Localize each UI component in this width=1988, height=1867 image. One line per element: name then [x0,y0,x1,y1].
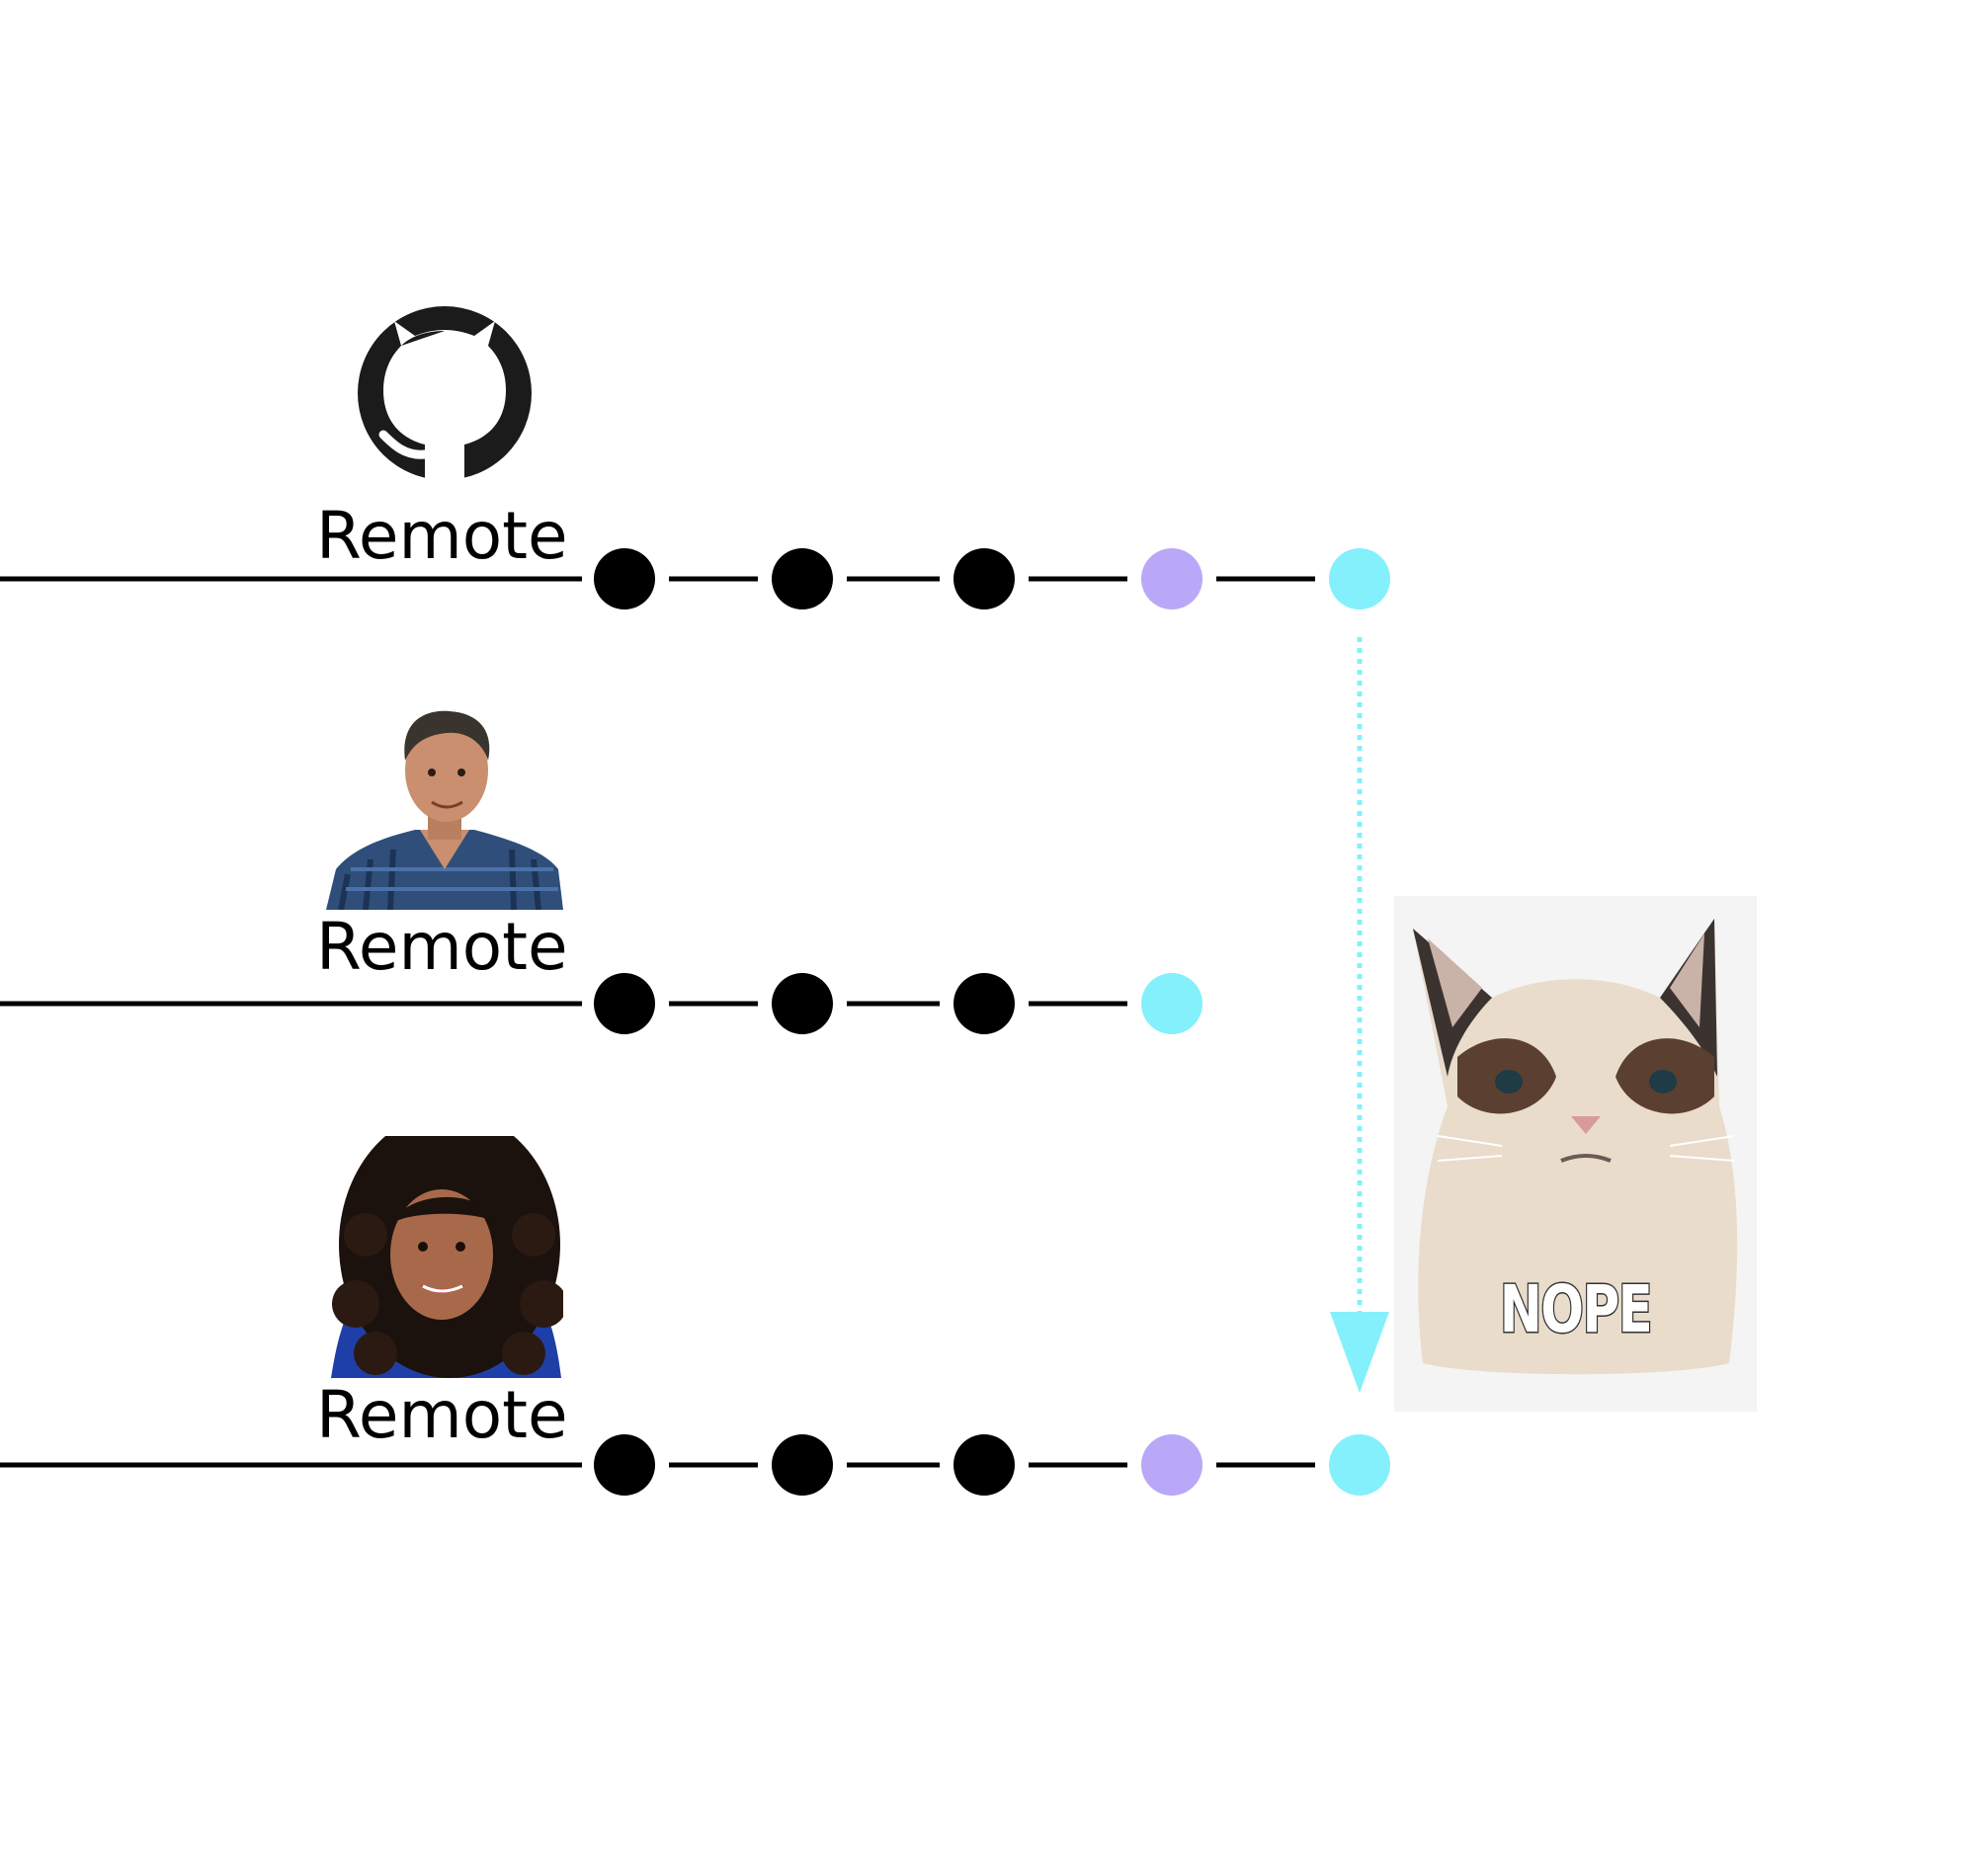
commit-purple [1141,548,1202,609]
remote-rows [0,548,1390,1496]
branch-github-remote [0,548,1390,609]
grumpy-cat-image [1394,896,1757,1412]
commit-black [594,973,655,1034]
commit-cyan [1329,548,1390,609]
commit-cyan [1329,1434,1390,1496]
commit-black [772,973,833,1034]
commit-black [594,1434,655,1496]
branch-collaborator-2-remote [0,1434,1390,1496]
commit-purple [1141,1434,1202,1496]
github-octocat-icon [358,306,532,480]
commit-black [594,548,655,609]
commit-black [953,1434,1015,1496]
commit-black [953,548,1015,609]
remote-label-collaborator-2: Remote [316,1377,568,1453]
commit-black [953,973,1015,1034]
push-rejected-arrow [1330,637,1389,1393]
meme-frame: NOPE [1394,896,1757,1412]
remote-label-collaborator-1: Remote [316,909,568,985]
branch-collaborator-1-remote [0,973,1202,1034]
commit-cyan [1141,973,1202,1034]
commit-black [772,548,833,609]
commit-black [772,1434,833,1496]
meme-caption: NOPE [1499,1270,1654,1349]
remote-label-github: Remote [316,498,568,574]
collaborator-woman-avatar [326,1136,563,1378]
collaborator-man-avatar [326,707,563,910]
